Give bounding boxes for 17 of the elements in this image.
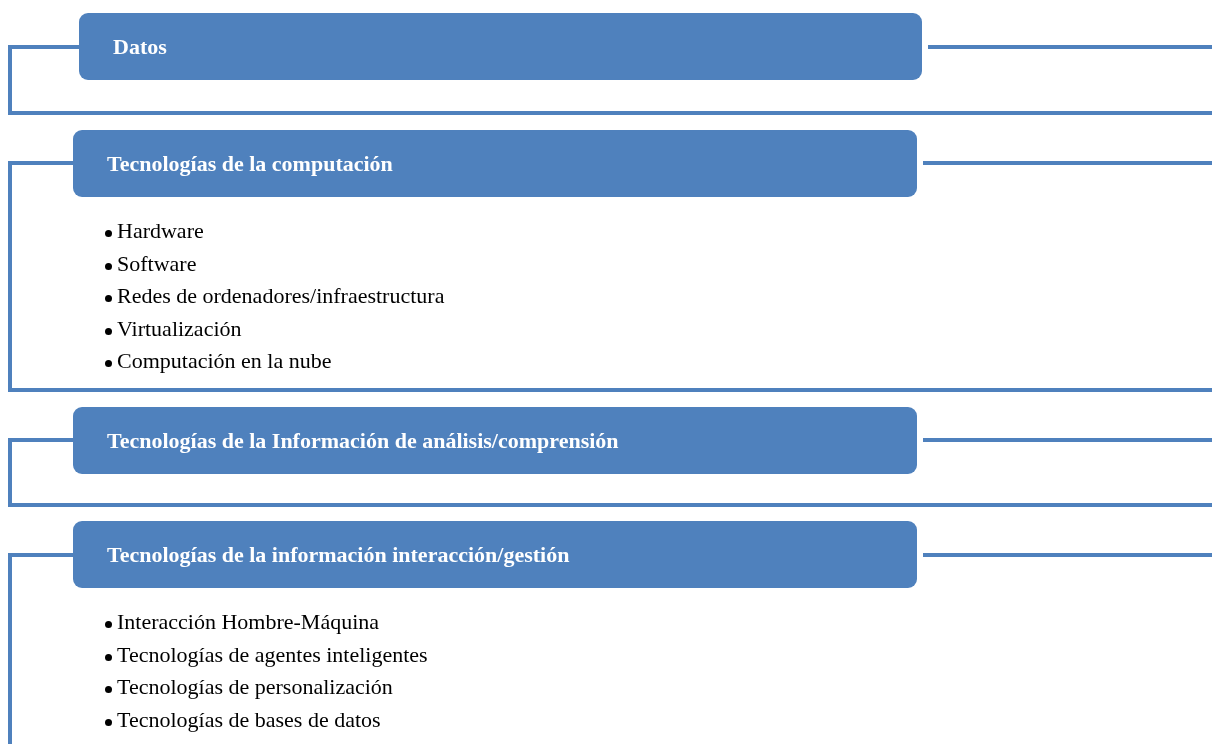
list-item: Software <box>117 250 197 277</box>
heading-box <box>79 13 922 80</box>
list-item: Tecnologías de agentes inteligentes <box>117 641 428 668</box>
heading-text: Tecnologías de la computación <box>107 150 393 177</box>
list-item: Virtualización <box>117 315 242 342</box>
list-item: Redes de ordenadores/infraestructura <box>117 283 445 309</box>
heading-text: Datos <box>113 33 167 60</box>
heading-box <box>73 407 917 474</box>
list-item: Tecnologías de personalización <box>117 674 393 700</box>
heading-box <box>73 521 917 588</box>
list-item: Computación en la nube <box>117 348 332 374</box>
heading-box <box>73 130 917 197</box>
heading-text: Tecnologías de la información interacción/gestión <box>107 541 570 568</box>
list-item: Interacción Hombre-Máquina <box>117 609 380 635</box>
heading-text: Tecnologías de la Información de análisis/comprensión <box>107 427 619 454</box>
list-item: Hardware <box>117 218 204 244</box>
list-item: Tecnologías de bases de datos <box>117 706 381 733</box>
